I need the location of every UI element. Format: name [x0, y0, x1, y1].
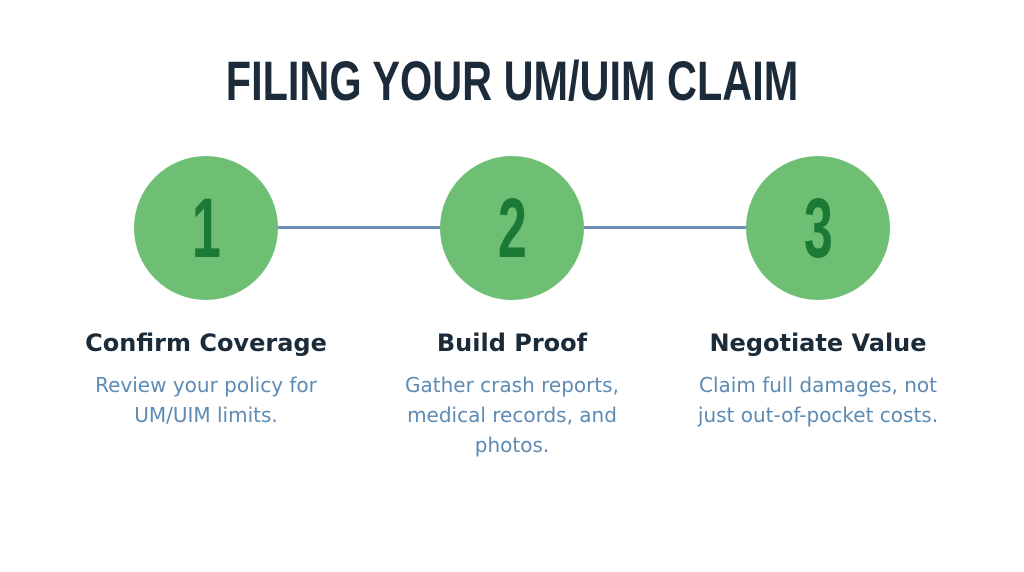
step-2-number: 2: [497, 181, 527, 275]
step-2-circle: 2: [440, 156, 584, 300]
page-title: FILING YOUR UM/UIM CLAIM: [225, 49, 799, 112]
step-1-number: 1: [191, 181, 221, 275]
step-3-circle: 3: [746, 156, 890, 300]
step-1-circle: 1: [134, 156, 278, 300]
connector-line-1-2: [278, 226, 444, 229]
step-2-description: Gather crash reports, medical records, a…: [405, 373, 619, 457]
step-3-number: 3: [803, 181, 833, 275]
step-1-description: Review your policy for UM/UIM limits.: [95, 373, 317, 427]
step-3-description: Claim full damages, not just out-of-pock…: [697, 373, 939, 427]
step-2-heading: Build Proof: [436, 329, 588, 357]
step-1-heading: Confirm Coverage: [85, 329, 327, 357]
step-3-heading: Negotiate Value: [709, 329, 927, 357]
connector-line-2-3: [584, 226, 750, 229]
